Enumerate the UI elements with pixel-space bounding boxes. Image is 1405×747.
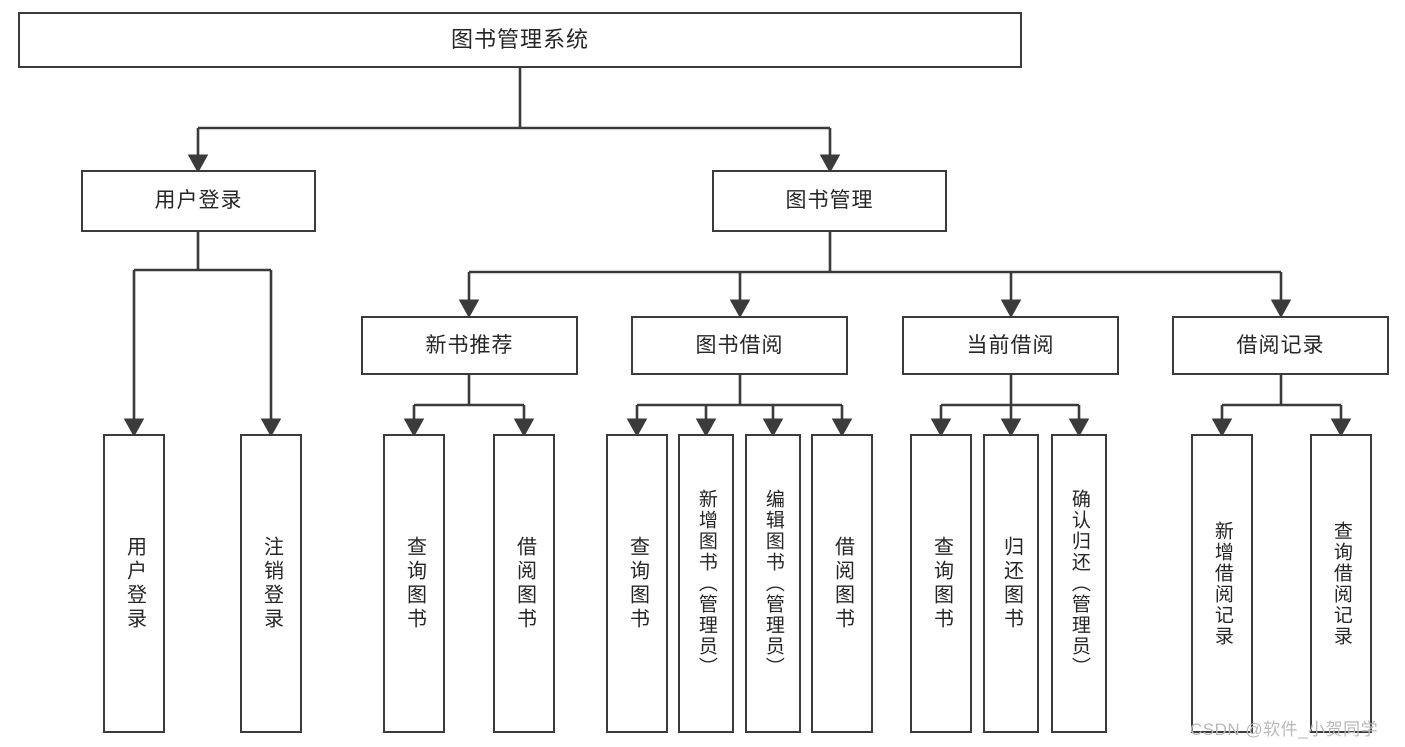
- node-user-login[interactable]: 用户登录: [81, 170, 316, 232]
- node-leaf-confirm-return-admin[interactable]: 确认归还（管理员）: [1051, 434, 1107, 733]
- node-leaf-user-login[interactable]: 用户登录: [103, 434, 165, 733]
- node-leaf-query-book-recommend[interactable]: 查询图书: [383, 434, 445, 733]
- node-leaf-user-logout[interactable]: 注销登录: [240, 434, 302, 733]
- node-root-system[interactable]: 图书管理系统: [18, 12, 1022, 68]
- node-leaf-query-book-current[interactable]: 查询图书: [910, 434, 972, 733]
- node-leaf-query-book-borrow[interactable]: 查询图书: [606, 434, 668, 733]
- node-new-book-recommend[interactable]: 新书推荐: [361, 316, 578, 375]
- csdn-watermark: CSDN @软件_小贺同学: [1190, 720, 1379, 739]
- node-book-manage[interactable]: 图书管理: [712, 170, 947, 232]
- node-borrow-record[interactable]: 借阅记录: [1172, 316, 1389, 375]
- node-leaf-add-book-admin[interactable]: 新增图书（管理员）: [678, 434, 734, 733]
- node-leaf-borrow-book-recommend[interactable]: 借阅图书: [493, 434, 555, 733]
- node-leaf-edit-book-admin[interactable]: 编辑图书（管理员）: [745, 434, 801, 733]
- node-leaf-query-borrow-record[interactable]: 查询借阅记录: [1310, 434, 1372, 733]
- node-book-borrow[interactable]: 图书借阅: [631, 316, 848, 375]
- node-current-borrow[interactable]: 当前借阅: [902, 316, 1119, 375]
- node-leaf-return-book[interactable]: 归还图书: [983, 434, 1039, 733]
- node-leaf-add-borrow-record[interactable]: 新增借阅记录: [1191, 434, 1253, 733]
- node-leaf-borrow-book-borrow[interactable]: 借阅图书: [811, 434, 873, 733]
